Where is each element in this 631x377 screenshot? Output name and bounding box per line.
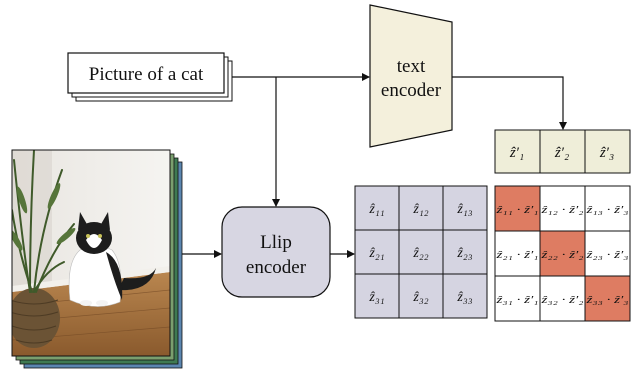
- text-encoder-shape: [369, 4, 453, 148]
- similarity-12: ẑ₁₂ · ẑ′₂: [540, 205, 584, 216]
- llip-encoder: Llip encoder: [221, 206, 331, 298]
- similarity-13: ẑ₁₃ · ẑ′₃: [585, 205, 629, 216]
- image-embeddings-grid: ẑ₁₁ ẑ₁₂ ẑ₁₃ ẑ₂₁ ẑ₂₂ ẑ₂₃ ẑ₃₁ ẑ₃₂ ẑ₃₃: [354, 185, 488, 319]
- llip-encoder-box: [221, 206, 331, 298]
- caption-card-stack: Picture of a cat: [67, 52, 233, 102]
- text-embeddings: ẑ′₁ ẑ′₂ ẑ′₃: [494, 129, 631, 174]
- similarity-21: ẑ₂₁ · ẑ′₁: [495, 250, 539, 261]
- similarity-matrix: ẑ₁₁ · ẑ′₁ ẑ₁₂ · ẑ′₂ ẑ₁₃ · ẑ′₃ ẑ₂₁ · ẑ′₁ …: [494, 185, 631, 322]
- text-encoder: text encoder: [369, 4, 453, 148]
- similarity-32: ẑ₃₂ · ẑ′₂: [540, 295, 584, 306]
- image-embedding-12: ẑ₁₂: [412, 202, 428, 217]
- caption-card: [67, 52, 225, 94]
- image-embedding-13: ẑ₁₃: [456, 202, 472, 217]
- similarity-cell-33: [584, 275, 631, 322]
- text-embedding-1: ẑ′₁: [509, 145, 524, 161]
- image-embedding-11: ẑ₁₁: [368, 202, 384, 217]
- text-embedding-3: ẑ′₃: [599, 145, 614, 161]
- text-encoder-label-line2: encoder: [381, 80, 442, 101]
- text-encoder-label-line1: text: [397, 56, 426, 77]
- similarity-11: ẑ₁₁ · ẑ′₁: [495, 205, 539, 216]
- photo-stack: [11, 149, 183, 369]
- cat-photo: [12, 150, 170, 356]
- image-embedding-23: ẑ₂₃: [456, 246, 472, 261]
- image-embedding-21: ẑ₂₁: [368, 246, 384, 261]
- similarity-31: ẑ₃₁ · ẑ′₁: [495, 295, 539, 306]
- similarity-23: ẑ₂₃ · ẑ′₃: [585, 250, 629, 261]
- llip-encoder-label-line1: Llip: [260, 232, 292, 253]
- arrow-text-encoder-to-embeddings: [452, 76, 567, 130]
- similarity-22: ẑ₂₂ · ẑ′₂: [540, 250, 584, 261]
- image-embedding-33: ẑ₃₃: [456, 290, 472, 305]
- text-embedding-2: ẑ′₂: [554, 145, 569, 161]
- llip-encoder-label-line2: encoder: [246, 257, 307, 278]
- similarity-33: ẑ₃₃ · ẑ′₃: [585, 295, 629, 306]
- caption-text: Picture of a cat: [89, 64, 204, 85]
- connectors: [182, 73, 567, 258]
- image-embedding-31: ẑ₃₁: [368, 290, 384, 305]
- image-embedding-32: ẑ₃₂: [412, 290, 428, 305]
- image-embedding-22: ẑ₂₂: [412, 246, 428, 261]
